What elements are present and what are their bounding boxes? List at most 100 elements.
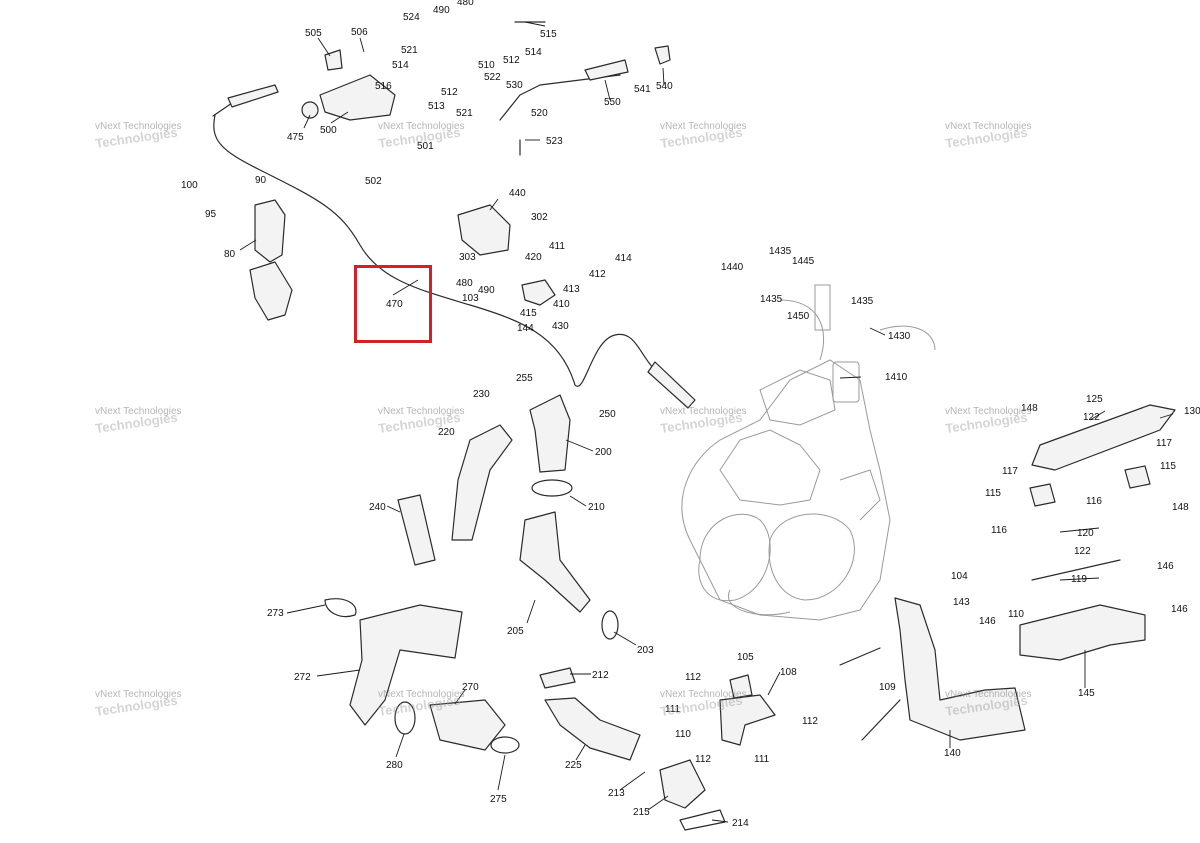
bracket-500 xyxy=(301,49,396,121)
label-225: 225 xyxy=(565,760,582,771)
label-240: 240 xyxy=(369,502,386,513)
label-215: 215 xyxy=(633,807,650,818)
label-122b: 122 xyxy=(1074,546,1091,557)
label-1440: 1440 xyxy=(721,262,744,273)
label-541: 541 xyxy=(634,84,651,95)
label-250: 250 xyxy=(599,409,616,420)
label-475: 475 xyxy=(287,132,304,143)
label-513: 513 xyxy=(428,101,445,112)
label-512b: 512 xyxy=(441,87,458,98)
gear-shift-550 xyxy=(499,45,671,121)
label-116b: 116 xyxy=(991,525,1007,536)
label-550: 550 xyxy=(604,97,621,108)
intake-tube-205 xyxy=(519,511,619,640)
label-205: 205 xyxy=(507,626,524,637)
label-303: 303 xyxy=(459,252,476,263)
label-413: 413 xyxy=(563,284,580,295)
label-117: 117 xyxy=(1156,438,1172,449)
bracket-440 xyxy=(457,204,511,256)
label-146b: 146 xyxy=(1171,604,1188,615)
label-115b: 115 xyxy=(985,488,1001,499)
label-514: 514 xyxy=(525,47,542,58)
label-523: 523 xyxy=(546,136,563,147)
label-521b: 521 xyxy=(456,108,473,119)
label-514b: 514 xyxy=(392,60,409,71)
label-275: 275 xyxy=(490,794,507,805)
label-410: 410 xyxy=(553,299,570,310)
label-110b: 110 xyxy=(675,729,691,740)
label-115: 115 xyxy=(1160,461,1176,472)
label-516: 516 xyxy=(375,81,392,92)
label-146c: 146 xyxy=(979,616,996,627)
intake-duct-220 xyxy=(397,424,513,566)
label-506: 506 xyxy=(351,27,368,38)
label-145: 145 xyxy=(1078,688,1095,699)
label-515: 515 xyxy=(540,29,557,40)
label-480: 480 xyxy=(457,0,474,8)
label-1410: 1410 xyxy=(885,372,908,383)
label-480b: 480 xyxy=(456,278,473,289)
boot-215 xyxy=(659,759,726,831)
label-105: 105 xyxy=(737,652,754,663)
label-1430: 1430 xyxy=(888,331,911,342)
highlight-box-470 xyxy=(354,265,432,343)
intake-tube-200 xyxy=(529,394,573,497)
cable-470 xyxy=(212,84,696,409)
label-420: 420 xyxy=(525,252,542,263)
label-111b: 111 xyxy=(754,754,770,765)
label-130: 130 xyxy=(1184,406,1200,417)
label-213: 213 xyxy=(608,788,625,799)
label-1435b: 1435 xyxy=(760,294,783,305)
label-1445: 1445 xyxy=(792,256,815,267)
label-111: 111 xyxy=(665,704,681,715)
part-labels: 505 506 524 490 480 515 514 521 512 510 … xyxy=(181,0,1200,829)
label-143: 143 xyxy=(953,597,970,608)
label-95: 95 xyxy=(205,209,217,220)
label-109: 109 xyxy=(879,682,896,693)
leader-lines xyxy=(239,21,1174,823)
label-212: 212 xyxy=(592,670,609,681)
label-502: 502 xyxy=(365,176,382,187)
label-112: 112 xyxy=(685,672,701,683)
label-512: 512 xyxy=(503,55,520,66)
label-1450: 1450 xyxy=(787,311,810,322)
label-440: 440 xyxy=(509,188,526,199)
label-230: 230 xyxy=(473,389,490,400)
label-125: 125 xyxy=(1086,394,1103,405)
engine-assembly xyxy=(681,284,936,621)
bracket-410 xyxy=(521,279,556,306)
label-90: 90 xyxy=(255,175,267,186)
bracket-130 xyxy=(1029,404,1176,507)
label-505: 505 xyxy=(305,28,322,39)
bolts xyxy=(514,21,1121,741)
label-122: 122 xyxy=(1083,412,1100,423)
label-500: 500 xyxy=(320,125,337,136)
label-148: 148 xyxy=(1021,403,1038,414)
label-430: 430 xyxy=(552,321,569,332)
label-1435c: 1435 xyxy=(851,296,874,307)
label-273: 273 xyxy=(267,608,284,619)
label-411: 411 xyxy=(549,241,565,252)
label-280: 280 xyxy=(386,760,403,771)
label-521: 521 xyxy=(401,45,418,56)
coupler-270 xyxy=(394,699,520,754)
label-520: 520 xyxy=(531,108,548,119)
label-80: 80 xyxy=(224,249,236,260)
label-412: 412 xyxy=(589,269,606,280)
label-200: 200 xyxy=(595,447,612,458)
duct-272 xyxy=(324,598,463,726)
label-1435: 1435 xyxy=(769,246,792,257)
label-490: 490 xyxy=(433,5,450,16)
bracket-145 xyxy=(1019,604,1146,661)
label-524: 524 xyxy=(403,12,420,23)
label-522: 522 xyxy=(484,72,501,83)
label-148b: 148 xyxy=(1172,502,1189,513)
label-501: 501 xyxy=(417,141,434,152)
label-270: 270 xyxy=(462,682,479,693)
label-272: 272 xyxy=(294,672,311,683)
label-103: 103 xyxy=(462,293,479,304)
label-203: 203 xyxy=(637,645,654,656)
label-112c: 112 xyxy=(695,754,711,765)
label-144: 144 xyxy=(517,323,534,334)
